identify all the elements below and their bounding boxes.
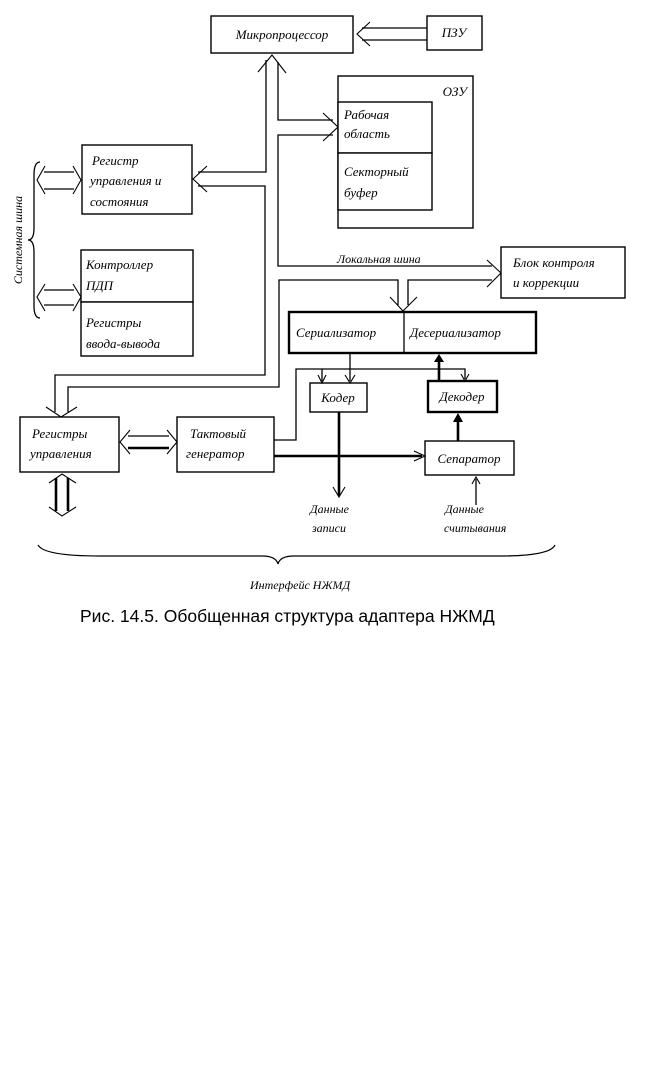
local-bus-label: Локальная шина <box>336 252 421 266</box>
control-registers-label-2: управления <box>28 446 92 461</box>
dma-controller-block: Контроллер ПДП <box>80 249 194 303</box>
ecc-block: Блок контроля и коррекции <box>500 246 626 299</box>
ram-title: ОЗУ <box>443 84 470 99</box>
encoder-block: Кодер <box>309 382 368 413</box>
work-area-label-1: Рабочая <box>343 107 389 122</box>
deserializer-label: Десериализатор <box>408 325 501 340</box>
ram-block: ОЗУ Рабочая область Секторный буфер <box>337 75 474 229</box>
sector-buffer-block <box>337 152 433 211</box>
clock-generator-label-1: Тактовый <box>190 426 247 441</box>
serializer-deserializer-block: Сериализатор Десериализатор <box>287 310 538 355</box>
rom-label: ПЗУ <box>441 25 469 40</box>
control-status-register-block: Регистр управления и состояния <box>81 144 193 215</box>
clock-generator-block: Тактовый генератор <box>176 416 275 473</box>
ecc-label-1: Блок контроля <box>512 255 595 270</box>
system-bus-brace <box>27 161 41 319</box>
encoder-label: Кодер <box>320 390 355 405</box>
separator-block: Сепаратор <box>424 440 515 476</box>
rom-to-cpu-arrow <box>356 21 427 47</box>
read-data-label-1: Данные <box>444 502 485 516</box>
processor-bus <box>45 54 492 418</box>
ecc-label-2: и коррекции <box>513 275 580 290</box>
interface-brace <box>37 544 556 565</box>
microprocessor-label: Микропроцессор <box>235 27 329 42</box>
io-registers-label-1: Регистры <box>85 315 141 330</box>
write-data-label-2: записи <box>311 521 346 535</box>
control-clock-arrow <box>119 429 178 455</box>
sector-buffer-label-2: буфер <box>344 185 378 200</box>
fdd-interface-arrow <box>48 473 77 517</box>
clock-lines <box>274 353 470 462</box>
system-bus-label: Системная шина <box>11 196 25 284</box>
clock-generator-label-2: генератор <box>186 446 245 461</box>
rom-block: ПЗУ <box>426 15 483 51</box>
sector-buffer-label-1: Секторный <box>344 164 409 179</box>
serializer-label: Сериализатор <box>296 325 377 340</box>
figure-caption: Рис. 14.5. Обобщенная структура адаптера… <box>80 606 495 626</box>
local-bus: Локальная шина <box>336 252 502 312</box>
control-status-register-label-3: состояния <box>90 194 148 209</box>
work-area-label-2: область <box>344 126 390 141</box>
data-flow <box>332 354 481 505</box>
read-data-label-2: считывания <box>444 521 507 535</box>
dma-controller-label-2: ПДП <box>85 278 115 293</box>
dma-controller-label-1: Контроллер <box>85 257 154 272</box>
interface-label: Интерфейс НЖМД <box>249 578 351 592</box>
control-registers-block: Регистры управления <box>19 416 120 473</box>
decoder-label: Декодер <box>438 389 485 404</box>
control-registers-label-1: Регистры <box>31 426 87 441</box>
io-registers-label-2: ввода-вывода <box>86 336 161 351</box>
decoder-block: Декодер <box>426 379 499 414</box>
write-data-label-1: Данные <box>309 502 350 516</box>
microprocessor-block: Микропроцессор <box>210 15 354 54</box>
system-bus: Системная шина <box>11 161 82 319</box>
io-registers-block: Регистры ввода-вывода <box>80 301 194 357</box>
separator-label: Сепаратор <box>438 451 501 466</box>
control-status-register-label-2: управления и <box>88 173 162 188</box>
control-status-register-label-1: Регистр <box>91 153 139 168</box>
